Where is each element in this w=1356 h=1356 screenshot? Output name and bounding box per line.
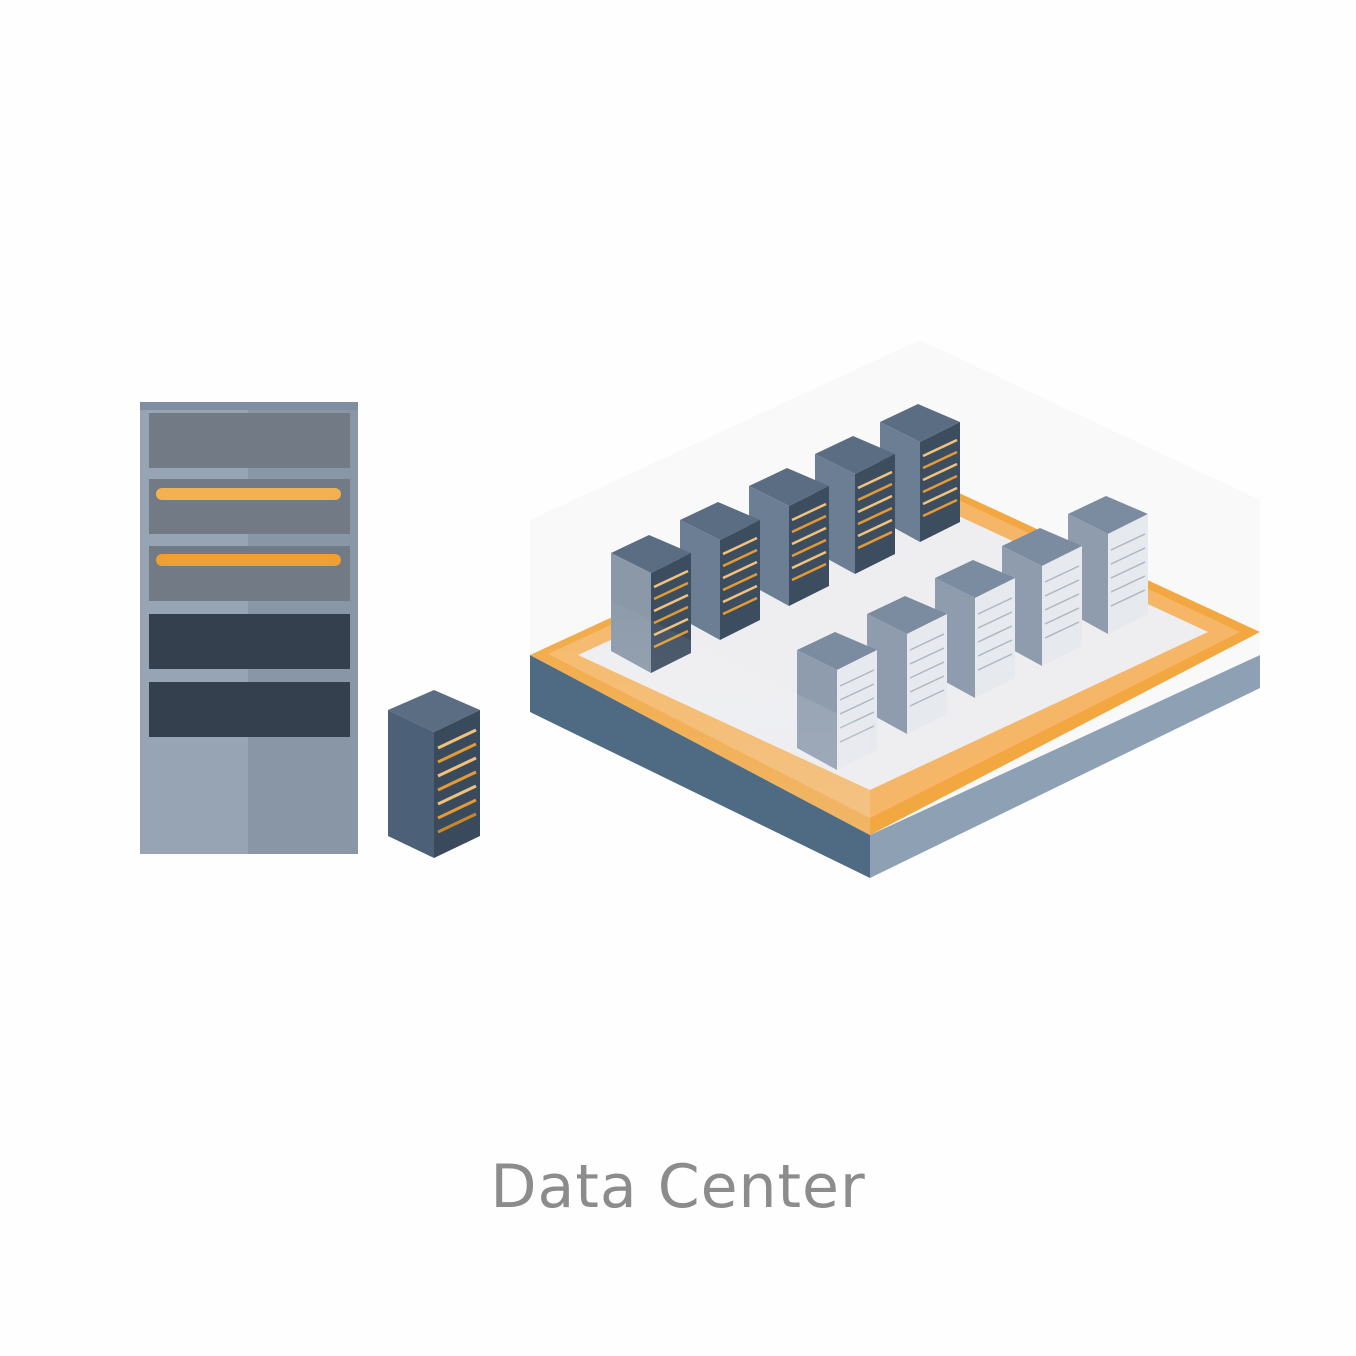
server-cabinet-icon: [140, 402, 358, 854]
caption-title: Data Center: [490, 1152, 866, 1222]
isometric-data-center-room-icon: [530, 340, 1260, 878]
server-row-back: [611, 404, 960, 673]
server-tower-icon: [388, 690, 480, 858]
